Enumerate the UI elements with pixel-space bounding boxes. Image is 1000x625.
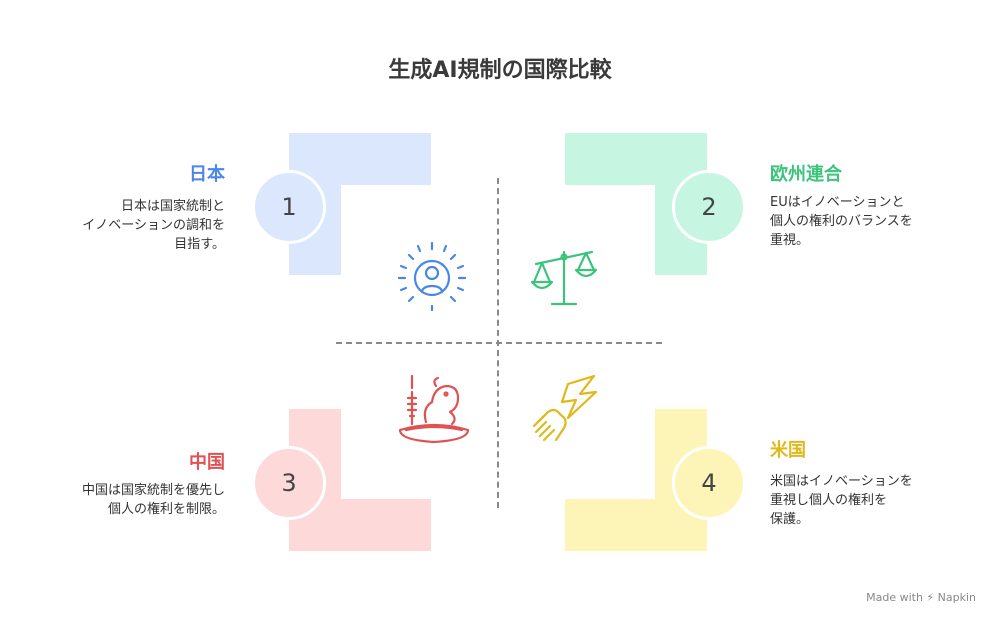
quadrant-4-description: 米国はイノベーションを 重視し個人の権利を 保護。 xyxy=(770,472,913,529)
desc-line: 目指す。 xyxy=(174,237,225,252)
quadrant-2-description: EUはイノベーションと 個人の権利のバランスを 重視。 xyxy=(770,193,913,250)
vertical-divider xyxy=(497,178,499,508)
quadrant-1-description: 日本は国家統制と イノベーションの調和を 目指す。 xyxy=(82,197,225,254)
quadrant-2-shape xyxy=(565,133,707,185)
balance-scale-icon xyxy=(530,250,598,306)
desc-line: 個人の権利のバランスを xyxy=(770,214,913,229)
quadrant-2-heading: 欧州連合 xyxy=(770,164,842,185)
quadrant-1-number: 1 xyxy=(252,170,326,244)
desc-line: イノベーションの調和を xyxy=(82,218,225,233)
quadrant-1-heading: 日本 xyxy=(189,164,225,185)
quadrant-3-heading: 中国 xyxy=(189,452,225,473)
desc-line: 個人の権利を制限。 xyxy=(107,502,225,517)
desc-line: 保護。 xyxy=(770,512,810,527)
fist-lightning-icon xyxy=(532,374,598,442)
desc-line: 重視。 xyxy=(770,233,810,248)
desc-line: 日本は国家統制と xyxy=(120,199,225,214)
quadrant-4-number: 4 xyxy=(672,446,746,520)
quadrant-1-shape xyxy=(289,133,431,185)
horizontal-divider xyxy=(336,342,662,344)
desc-line: 重視し個人の権利を xyxy=(770,493,888,508)
dragon-lantern-icon xyxy=(398,374,470,444)
desc-line: EUはイノベーションと xyxy=(770,195,905,210)
quadrant-4-heading: 米国 xyxy=(770,440,806,461)
footer-credit: Made with ⚡ Napkin xyxy=(866,591,976,604)
desc-line: 中国は国家統制を優先し xyxy=(81,483,225,498)
person-radiating-icon xyxy=(397,241,467,312)
quadrant-3-number: 3 xyxy=(252,446,326,520)
quadrant-3-description: 中国は国家統制を優先し 個人の権利を制限。 xyxy=(82,481,225,519)
quadrant-2-number: 2 xyxy=(672,170,746,244)
page-title: 生成AI規制の国際比較 xyxy=(388,58,612,83)
desc-line: 米国はイノベーションを xyxy=(770,474,913,489)
